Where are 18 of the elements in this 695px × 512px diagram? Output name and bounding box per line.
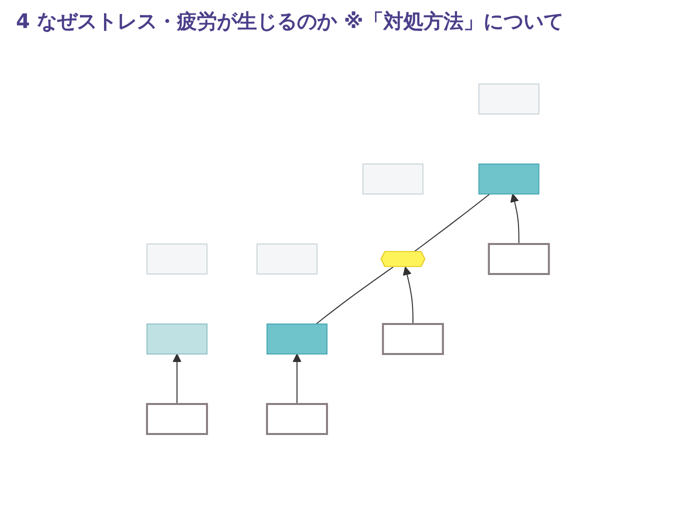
node-box xyxy=(146,324,208,354)
arrow xyxy=(292,354,301,404)
arrow xyxy=(402,266,413,324)
node-box xyxy=(146,244,208,274)
connector xyxy=(412,194,490,252)
connector xyxy=(315,266,394,324)
node-box xyxy=(266,403,328,435)
arrow xyxy=(172,354,181,404)
node-box xyxy=(362,164,423,194)
node-box xyxy=(478,164,539,194)
slide-title: 4 なぜストレス・疲労が生じるのか ※「対処方法」について xyxy=(16,8,564,35)
arrow xyxy=(510,194,519,244)
node-box xyxy=(146,403,208,435)
node-box xyxy=(256,244,318,274)
node-box xyxy=(478,84,539,114)
node-box xyxy=(382,323,444,355)
node-box xyxy=(266,324,328,354)
node-box xyxy=(487,243,550,275)
